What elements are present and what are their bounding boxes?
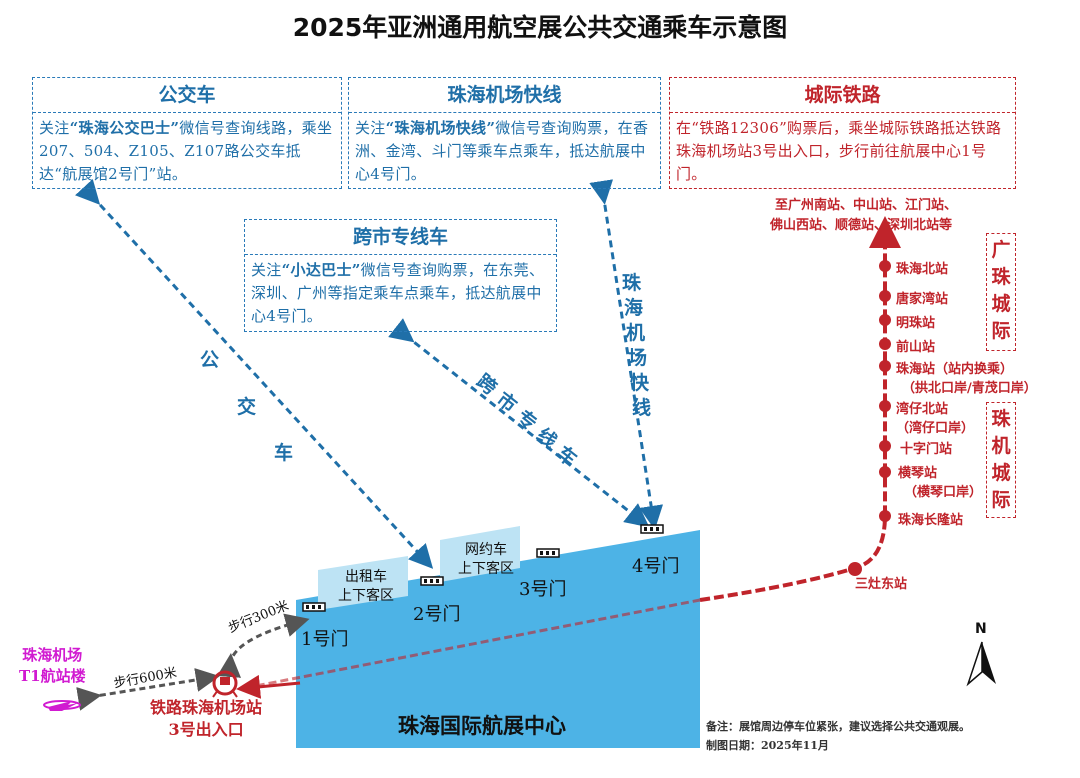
bus-route-label-2: 交 — [237, 396, 257, 418]
north-label: N — [975, 621, 987, 637]
bus-info-box: 公交车 关注“珠海公交巴士”微信号查询线路，乘坐207、504、Z105、Z10… — [32, 77, 342, 189]
line-guangzhu-intercity: 广珠城际 — [986, 233, 1016, 351]
intercity-text: 关注“小达巴士”微信号查询购票，在东莞、深圳、广州等指定乘车点乘车，抵达航展中心… — [251, 261, 545, 325]
express-route-label-1: 珠 — [622, 272, 642, 294]
intercity-info-box: 跨市专线车 关注“小达巴士”微信号查询购票，在东莞、深圳、广州等指定乘车点乘车，… — [244, 219, 557, 332]
bus-heading: 公交车 — [33, 78, 341, 113]
rail-line — [699, 240, 887, 602]
rail-station-icon — [212, 670, 238, 698]
gate-3: 3号门 — [519, 579, 567, 600]
express-route-label-2: 海 — [624, 297, 644, 319]
express-heading: 珠海机场快线 — [349, 78, 660, 113]
station-sanzao-east: 三灶东站 — [855, 577, 908, 592]
intercity-heading: 跨市专线车 — [245, 220, 556, 255]
station-zhuhai: 珠海站（站内换乘）（拱北口岸/青茂口岸） — [896, 362, 1037, 396]
express-route-label-5: 快 — [630, 372, 650, 394]
station-tangjiawan: 唐家湾站 — [896, 292, 949, 307]
rail-text: 在“铁路12306”购票后，乘坐城际铁路抵达铁路珠海机场站3号出入口，步行前往航… — [676, 119, 1002, 183]
taxi-zone — [318, 556, 408, 610]
station-qianshan: 前山站 — [896, 340, 936, 355]
bus-route-label-3: 车 — [274, 442, 294, 464]
taxi-zone-label: 出租车上下客区 — [338, 569, 394, 604]
express-route-label-3: 机 — [626, 322, 646, 344]
station-zhuhai-north: 珠海北站 — [896, 262, 949, 277]
map-date: 制图日期：2025年11月 — [706, 739, 829, 752]
express-route-arrow — [589, 179, 664, 530]
line-zhuji-intercity: 珠机城际 — [986, 402, 1016, 518]
station-wanzai-north: 湾仔北站（湾仔口岸） — [896, 402, 975, 436]
rail-heading: 城际铁路 — [670, 78, 1015, 113]
gate-4: 4号门 — [632, 556, 680, 577]
intercity-route-arrow — [388, 318, 650, 528]
express-text: 关注“珠海机场快线”微信号查询购票，在香洲、金湾、斗门等乘车点乘车，抵达航展中心… — [355, 119, 649, 183]
to-cities-line-2: 佛山西站、顺德站、深圳北站等 — [770, 218, 953, 233]
north-arrow-icon — [966, 641, 996, 687]
gate-1: 1号门 — [301, 629, 349, 650]
walk-300-arrow — [217, 613, 310, 678]
venue-label: 珠海国际航展中心 — [398, 713, 566, 738]
express-route-label-4: 场 — [628, 347, 648, 369]
note: 备注：展馆周边停车位紧张，建议选择公共交通观展。 — [706, 720, 970, 733]
station-changlong: 珠海长隆站 — [898, 513, 964, 528]
bus-route-arrow — [75, 179, 434, 569]
express-route-label-6: 线 — [632, 397, 652, 419]
to-cities-line-1: 至广州南站、中山站、江门站、 — [775, 198, 958, 213]
gate-icons — [302, 524, 664, 612]
station-shizimen: 十字门站 — [900, 442, 953, 457]
gate-2: 2号门 — [413, 604, 461, 625]
page-title: 2025年亚洲通用航空展公共交通乘车示意图 — [292, 13, 788, 42]
airplane-icon — [43, 700, 81, 711]
rail-info-box: 城际铁路 在“铁路12306”购票后，乘坐城际铁路抵达铁路珠海机场站3号出入口，… — [669, 77, 1016, 189]
ride-zone-label: 网约车上下客区 — [458, 542, 514, 577]
bus-route-label-1: 公 — [200, 349, 220, 371]
station-mingzhu: 明珠站 — [896, 316, 936, 331]
ride-zone — [440, 526, 520, 582]
station-hengqin: 横琴站（横琴口岸） — [898, 466, 983, 500]
bus-text: 关注“珠海公交巴士”微信号查询线路，乘坐207、504、Z105、Z107路公交… — [39, 119, 333, 183]
express-info-box: 珠海机场快线 关注“珠海机场快线”微信号查询购票，在香洲、金湾、斗门等乘车点乘车… — [348, 77, 661, 189]
